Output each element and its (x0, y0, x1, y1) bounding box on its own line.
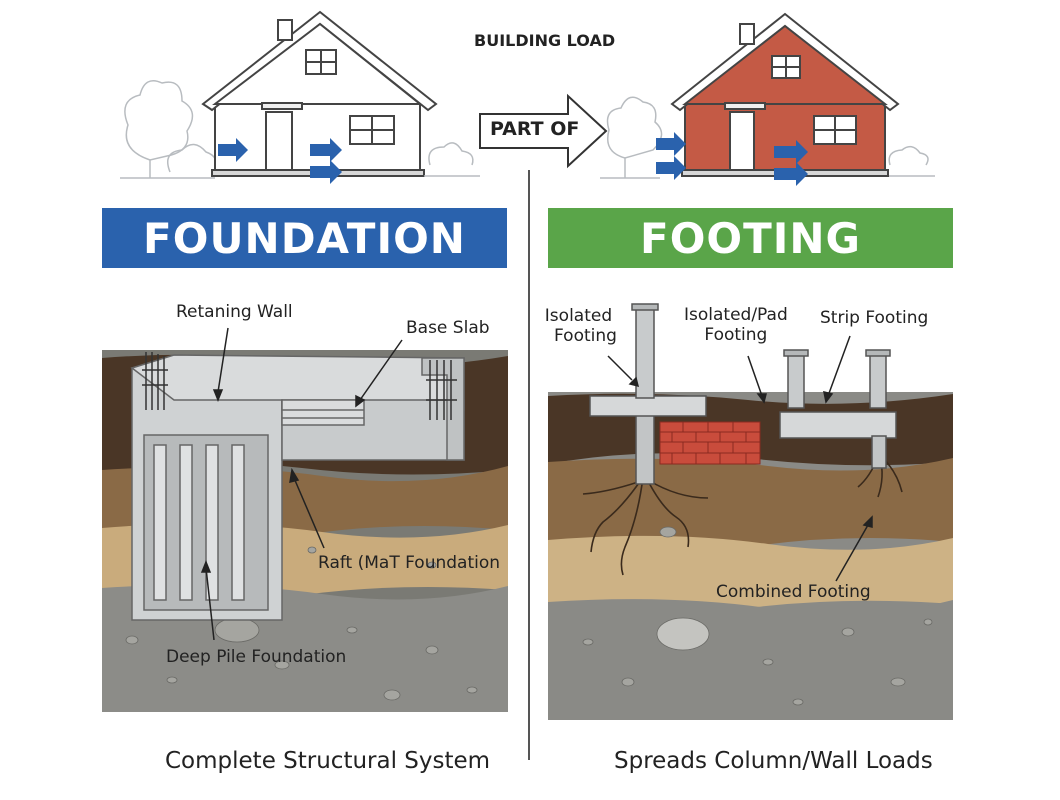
foundation-banner: FOUNDATION (102, 208, 507, 268)
combined-footing-leader (835, 515, 873, 582)
part-of-arrow (479, 93, 608, 169)
part-of-label: PART OF (490, 118, 580, 140)
label-pad-line1: Isolated/Pad (684, 305, 788, 325)
load-arrows-right (656, 132, 808, 186)
footing-cross-section (548, 392, 953, 720)
label-isolated-line1: Isolated (544, 306, 613, 326)
label-strip-footing: Strip Footing (820, 308, 929, 328)
footing-banner: FOOTING (548, 208, 953, 268)
left-trees (120, 80, 217, 179)
footing-title: FOOTING (640, 213, 861, 263)
brick-wall (659, 421, 761, 465)
left-house (201, 10, 438, 177)
label-deep-pile-foundation: Deep Pile Foundation (166, 647, 347, 667)
top-illustration (120, 10, 935, 186)
center-divider (528, 170, 530, 760)
label-pad-line2: Footing (704, 325, 768, 346)
footing-columns (607, 303, 891, 409)
label-retaining-wall: Retaning Wall (176, 302, 293, 322)
foundation-caption: Complete Structural System (165, 748, 491, 774)
label-isolated-pad-footing: Isolated/Pad Footing (684, 305, 788, 346)
label-base-slab: Base Slab (406, 318, 490, 338)
building-load-label: BUILDING LOAD (474, 31, 616, 50)
footing-caption: Spreads Column/Wall Loads (614, 748, 933, 774)
label-isolated-line2: Footing (554, 326, 617, 347)
label-combined-footing: Combined Footing (716, 582, 871, 602)
right-trees (600, 96, 935, 179)
foundation-leader-lines (200, 327, 403, 640)
foundation-title: FOUNDATION (143, 213, 466, 263)
load-arrows-left (218, 138, 342, 184)
label-isolated-footing: Isolated Footing (540, 306, 617, 347)
label-raft-foundation: Raft (MaT Foundation (318, 553, 501, 573)
left-house-right-bushes (424, 142, 480, 177)
foundation-cross-section (102, 350, 508, 712)
